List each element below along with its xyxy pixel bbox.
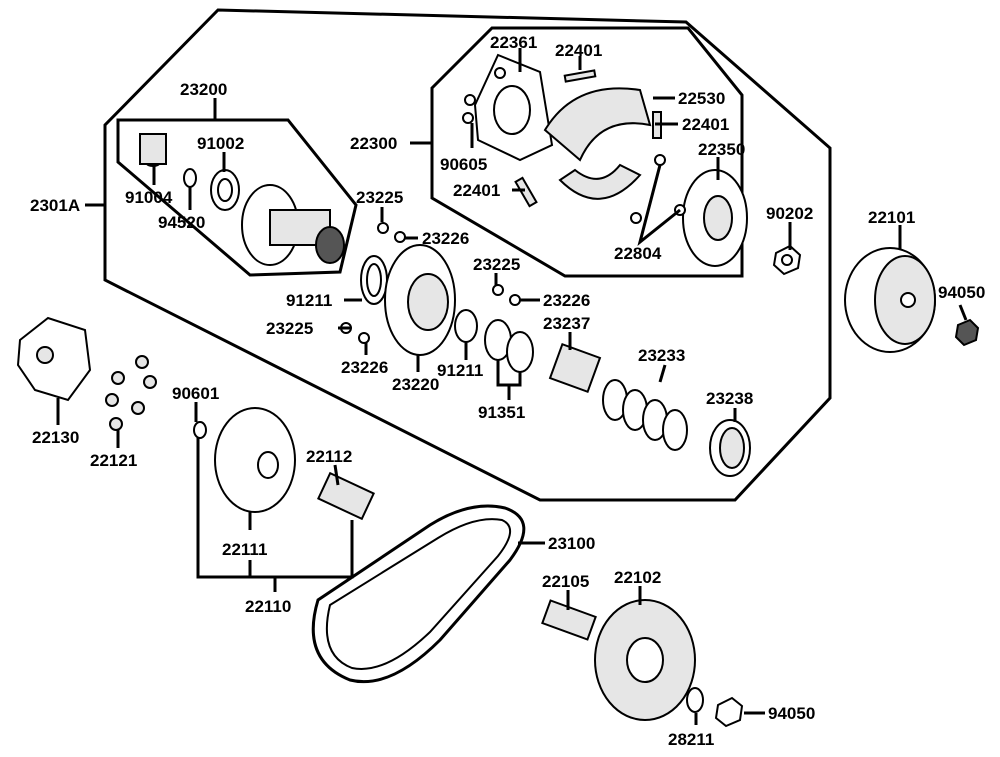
part-22112-collar <box>317 471 375 521</box>
part-23220-sheave <box>384 244 456 356</box>
part-23237-sleeve <box>548 342 602 394</box>
label-22101: 22101 <box>868 208 915 227</box>
label-94050-b: 94050 <box>768 704 815 723</box>
part-23200-sliding-sheave <box>241 184 345 266</box>
part-23100-belt <box>311 504 526 684</box>
label-23226-b: 23226 <box>543 291 590 310</box>
label-23226-c: 23226 <box>341 358 388 377</box>
part-91351-rings <box>484 319 534 373</box>
part-23238-cup <box>709 419 751 477</box>
part-28211-washer <box>686 687 704 713</box>
label-23225-a: 23225 <box>356 188 403 207</box>
label-23225-b: 23225 <box>473 255 520 274</box>
part-90605-pins <box>462 67 506 124</box>
part-22350-drive-plate <box>682 169 748 267</box>
leader-lines <box>56 48 968 725</box>
label-22804: 22804 <box>614 244 662 263</box>
label-22401-a: 22401 <box>555 41 602 60</box>
label-22130: 22130 <box>32 428 79 447</box>
label-22350: 22350 <box>698 140 745 159</box>
outline-22300 <box>430 26 744 278</box>
label-22111: 22111 <box>222 540 267 559</box>
label-23225-c: 23225 <box>266 319 313 338</box>
label-28211: 28211 <box>668 730 714 749</box>
part-22361-plate <box>473 53 554 162</box>
label-90605: 90605 <box>440 155 487 174</box>
part-23233-spring <box>602 379 688 451</box>
label-91211-b: 91211 <box>437 361 483 380</box>
part-91211-seal-b <box>454 309 478 343</box>
part-90202-nut <box>772 244 802 276</box>
label-23233: 23233 <box>638 346 685 365</box>
part-91004-bushing <box>139 133 167 167</box>
part-90601-ring <box>193 421 207 439</box>
label-23220: 23220 <box>392 375 439 394</box>
label-23200: 23200 <box>180 80 227 99</box>
label-22300: 22300 <box>350 134 397 153</box>
part-22101-clutch-bell <box>844 247 936 353</box>
label-91351: 91351 <box>478 403 525 422</box>
label-94050-a: 94050 <box>938 283 985 302</box>
label-22105: 22105 <box>542 572 589 591</box>
label-22401-b: 22401 <box>682 115 729 134</box>
label-23237: 23237 <box>543 314 590 333</box>
label-91004: 91004 <box>125 188 173 207</box>
label-94520: 94520 <box>158 213 205 232</box>
part-91002-bearing <box>210 169 240 211</box>
label-90601: 90601 <box>172 384 219 403</box>
part-22530-clutch-shoes <box>543 87 652 200</box>
part-91211-seal-a <box>360 255 388 305</box>
label-91002: 91002 <box>197 134 244 153</box>
label-91211-a: 91211 <box>286 291 332 310</box>
label-2301a: 2301A <box>30 196 80 215</box>
label-23226-a: 23226 <box>422 229 469 248</box>
part-94050-nut-b <box>714 696 744 728</box>
label-23100: 23100 <box>548 534 595 553</box>
part-22130-ramp-plate <box>16 316 92 402</box>
part-22102-fan <box>594 599 696 721</box>
label-22112: 22112 <box>306 447 352 466</box>
outline-2301a <box>103 8 832 502</box>
part-94050-nut-a <box>954 318 980 347</box>
label-22121: 22121 <box>90 451 137 470</box>
part-22121-rollers <box>105 355 157 431</box>
part-94520-washer <box>183 168 197 188</box>
label-22102: 22102 <box>614 568 661 587</box>
label-22401-c: 22401 <box>453 181 500 200</box>
label-22361: 22361 <box>490 33 537 52</box>
part-22111-drive-face <box>214 407 296 513</box>
label-90202: 90202 <box>766 204 813 223</box>
part-22105-spacer <box>541 599 597 641</box>
label-22530: 22530 <box>678 89 725 108</box>
outline-23200 <box>116 118 358 277</box>
label-23238: 23238 <box>706 389 753 408</box>
label-22110: 22110 <box>245 597 291 616</box>
